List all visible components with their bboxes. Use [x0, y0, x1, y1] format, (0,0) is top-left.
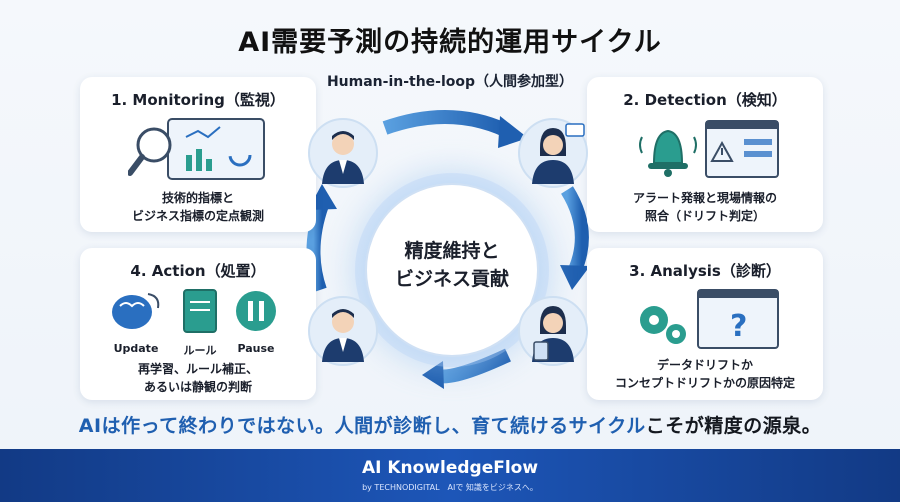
person-icon	[322, 309, 364, 362]
gears-question-icon: ?	[640, 289, 779, 349]
tagline-part2: こそが精度の源泉。	[645, 415, 822, 437]
card-desc: アラート発報と現場情報の 照合（ドリフト判定）	[632, 191, 777, 223]
arrow-left	[306, 202, 329, 293]
footer-bar: AI KnowledgeFlow by TECHNODIGITAL AIで 知識…	[0, 449, 900, 502]
card-desc: データドリフトか コンセプトドリフトかの原因特定	[614, 358, 795, 390]
alert-bell-icon	[639, 120, 779, 178]
person-icon	[532, 306, 574, 362]
card-desc: 技術的指標と ビジネス指標の定点観測	[131, 191, 264, 223]
update-label: Update	[113, 342, 159, 355]
avatar-woman-top	[518, 118, 588, 188]
pause-icon	[236, 291, 276, 331]
card-title: 3. Analysis（診断）	[629, 262, 781, 280]
card-analysis: 3. Analysis（診断） ? データドリフトか コンセプトドリフトかの原因…	[587, 248, 823, 400]
rule-label: ルール	[183, 344, 217, 357]
card-monitoring: 1. Monitoring（監視） 技術的指標と ビジネス指標の定点観測	[80, 77, 316, 232]
person-icon	[322, 131, 364, 184]
footer-subtitle: by TECHNODIGITAL AIで 知識をビジネスへ。	[362, 483, 538, 492]
arrowhead-bottom	[422, 361, 444, 389]
card-detection: 2. Detection（検知） アラート発報と現場情報の 照合（ドリフト判定）	[587, 77, 823, 232]
person-icon	[532, 123, 585, 184]
pause-label: Pause	[237, 342, 275, 355]
tagline-part1: AIは作って終わりではない。人間が診断し、育て続けるサイクル	[78, 415, 646, 437]
arrow-top	[382, 110, 508, 137]
arrowhead-right	[560, 265, 590, 290]
card-title: 2. Detection（検知）	[623, 91, 787, 109]
card-title: 1. Monitoring（監視）	[111, 91, 285, 109]
svg-text:?: ?	[730, 309, 747, 344]
card-title: 4. Action（処置）	[130, 262, 266, 280]
magnifier-chart-icon	[128, 118, 265, 180]
avatar-man-top	[308, 118, 378, 188]
brain-update-icon	[112, 293, 160, 329]
footer-brand: AI KnowledgeFlow	[361, 458, 539, 478]
page-title: AI需要予測の持続的運用サイクル	[238, 27, 662, 58]
tagline: AIは作って終わりではない。人間が診断し、育て続けるサイクルこそが精度の源泉。	[0, 411, 900, 438]
card-desc: 再学習、ルール補正、 あるいは静観の判断	[137, 362, 258, 394]
center-circle: 精度維持と ビジネス貢献	[365, 183, 539, 357]
rule-book-icon	[183, 289, 217, 333]
arrow-right	[560, 186, 589, 273]
avatar-woman-bottom	[518, 296, 588, 366]
center-text: 精度維持と ビジネス貢献	[394, 240, 509, 290]
avatar-man-bottom	[308, 296, 378, 366]
arrow-bottom	[432, 348, 511, 384]
card-action: 4. Action（処置） Update ルール Pause 再学習、ルール補正…	[80, 248, 316, 400]
loop-label: Human-in-the-loop（人間参加型）	[326, 74, 574, 90]
